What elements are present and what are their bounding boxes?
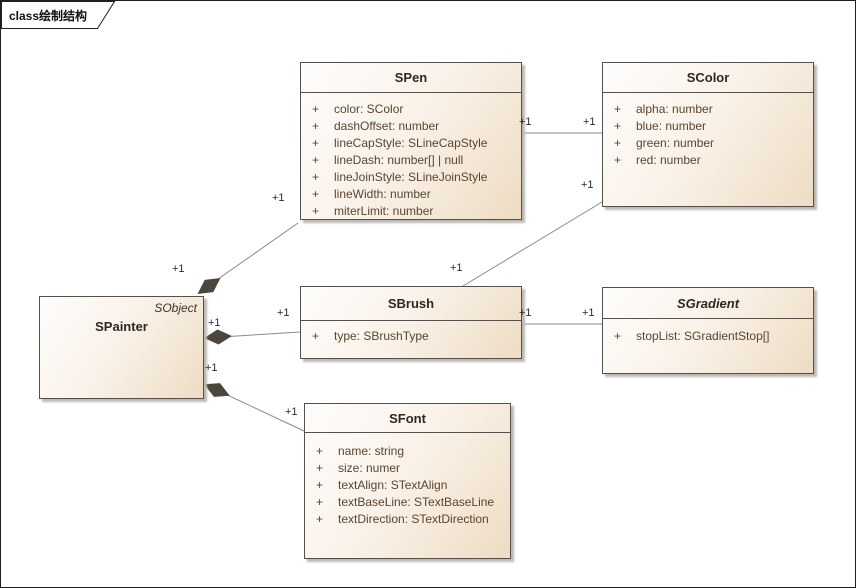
attribute: +red: number <box>603 151 813 168</box>
class-title: SBrush <box>387 296 435 311</box>
class-spainter[interactable]: SObject SPainter <box>39 296 204 399</box>
multiplicity-label: +1 <box>583 116 596 128</box>
multiplicity-label: +1 <box>205 362 218 374</box>
attribute: +lineJoinStyle: SLineJoinStyle <box>301 168 521 185</box>
class-title: SPainter <box>95 319 148 334</box>
multiplicity-label: +1 <box>519 307 532 319</box>
attribute-compartment: +type: SBrushType <box>301 321 521 344</box>
class-title: SPen <box>394 70 428 85</box>
attribute: +color: SColor <box>301 100 521 117</box>
visibility-marker: + <box>312 101 320 116</box>
attribute: +size: numer <box>305 459 510 476</box>
visibility-marker: + <box>614 101 622 116</box>
visibility-marker: + <box>614 118 622 133</box>
visibility-marker: + <box>312 118 320 133</box>
attribute-compartment: +stopList: SGradientStop[] <box>603 319 813 344</box>
class-header: SBrush <box>301 287 521 321</box>
composition-diamond-sfont <box>204 383 230 397</box>
attribute: +alpha: number <box>603 100 813 117</box>
class-spen[interactable]: SPen +color: SColor +dashOffset: number … <box>300 62 522 220</box>
visibility-marker: + <box>312 186 320 201</box>
attribute: +lineDash: number[] | null <box>301 151 521 168</box>
visibility-marker: + <box>614 135 622 150</box>
composition-spainter-spen <box>200 222 299 292</box>
visibility-marker: + <box>312 135 320 150</box>
visibility-marker: + <box>614 152 622 167</box>
attribute: +lineWidth: number <box>301 185 521 202</box>
visibility-marker: + <box>316 511 324 526</box>
visibility-marker: + <box>316 477 324 492</box>
attribute: +textAlign: STextAlign <box>305 476 510 493</box>
parent-class-label: SObject <box>154 301 197 315</box>
multiplicity-label: +1 <box>277 307 290 319</box>
multiplicity-label: +1 <box>272 192 285 204</box>
visibility-marker: + <box>312 169 320 184</box>
visibility-marker: + <box>312 152 320 167</box>
class-sbrush[interactable]: SBrush +type: SBrushType <box>300 286 522 359</box>
frame-tab: class绘制结构 <box>1 1 131 31</box>
attribute: +textDirection: STextDirection <box>305 510 510 527</box>
attribute: +green: number <box>603 134 813 151</box>
multiplicity-label: +1 <box>582 307 595 319</box>
frame-label: class绘制结构 <box>9 9 88 23</box>
composition-diamond-sbrush <box>204 329 232 345</box>
class-title: SGradient <box>676 295 740 311</box>
attribute-compartment: +name: string +size: numer +textAlign: S… <box>305 433 510 527</box>
multiplicity-label: +1 <box>285 406 298 418</box>
attribute: +name: string <box>305 442 510 459</box>
class-sgradient[interactable]: SGradient +stopList: SGradientStop[] <box>602 287 814 374</box>
class-title: SFont <box>389 410 426 426</box>
visibility-marker: + <box>316 460 324 475</box>
attribute: +textBaseLine: STextBaseLine <box>305 493 510 510</box>
class-sfont[interactable]: SFont +name: string +size: numer +textAl… <box>304 403 511 559</box>
class-header: SGradient <box>603 288 813 319</box>
attribute-compartment: +color: SColor +dashOffset: number +line… <box>301 93 521 219</box>
multiplicity-label: +1 <box>450 262 463 274</box>
class-header: SFont <box>305 404 510 433</box>
attribute: +lineCapStyle: SLineCapStyle <box>301 134 521 151</box>
composition-spainter-sbrush <box>204 331 301 339</box>
multiplicity-label: +1 <box>519 116 532 128</box>
class-title: SColor <box>686 70 730 85</box>
class-scolor[interactable]: SColor +alpha: number +blue: number +gre… <box>602 62 814 207</box>
multiplicity-label: +1 <box>172 263 185 275</box>
attribute: +stopList: SGradientStop[] <box>603 327 813 344</box>
multiplicity-label: +1 <box>581 179 594 191</box>
frame-tab-shape <box>1 1 116 29</box>
attribute: +blue: number <box>603 117 813 134</box>
attribute: +miterLimit: number <box>301 202 521 219</box>
visibility-marker: + <box>312 203 320 218</box>
visibility-marker: + <box>316 494 324 509</box>
attribute: +type: SBrushType <box>301 327 521 344</box>
attribute-compartment: +alpha: number +blue: number +green: num… <box>603 93 813 168</box>
visibility-marker: + <box>614 328 622 343</box>
attribute: +dashOffset: number <box>301 117 521 134</box>
class-header: SColor <box>603 63 813 93</box>
visibility-marker: + <box>316 443 324 458</box>
class-header: SPen <box>301 63 521 93</box>
visibility-marker: + <box>312 328 320 343</box>
multiplicity-label: +1 <box>208 317 221 329</box>
